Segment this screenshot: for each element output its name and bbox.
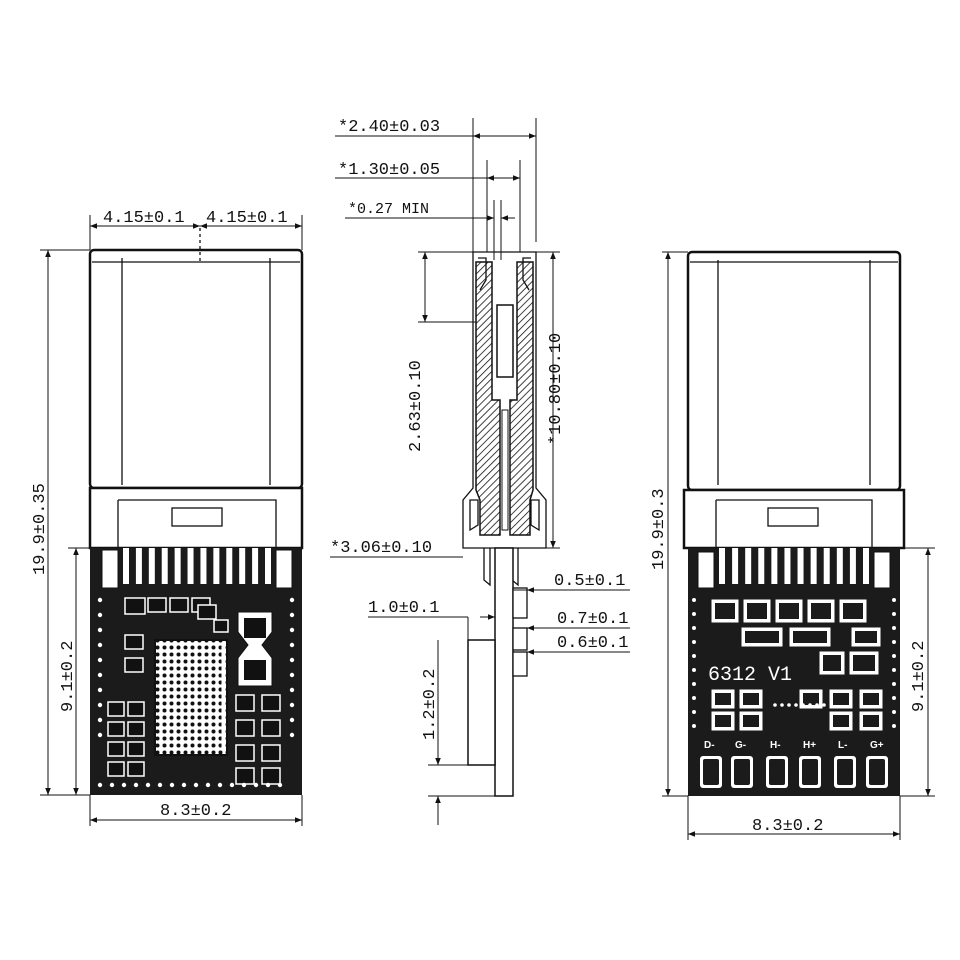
- left-view: [88, 228, 304, 795]
- pad-label: H-: [770, 740, 781, 751]
- board-marking: 6312 V1: [708, 664, 792, 687]
- pad-label: G+: [870, 740, 884, 751]
- left-gold-fingers: [123, 548, 271, 584]
- gold-finger: [161, 548, 168, 584]
- dim-side-base-width: *3.06±0.10: [330, 539, 432, 558]
- right-components: [692, 598, 896, 731]
- dim-right-bottom-width: 8.3±0.2: [752, 817, 823, 836]
- gold-finger: [849, 548, 856, 584]
- dim-left-half-a: 4.15±0.1: [103, 209, 185, 228]
- gold-finger: [836, 548, 843, 584]
- dim-side-width-outer: *2.40±0.03: [338, 118, 440, 137]
- dim-side-lower-height: 1.2±0.2: [421, 669, 440, 740]
- dim-left-half-b: 4.15±0.1: [206, 209, 288, 228]
- gold-finger: [200, 548, 207, 584]
- dim-left-pcb-height: 9.1±0.2: [59, 641, 78, 712]
- pad-label: G-: [735, 740, 746, 751]
- dim-side-width-inner: *1.30±0.05: [338, 161, 440, 180]
- pad-labels: D- G- H- H+ L- G+: [704, 740, 884, 751]
- side-dimensions: *2.40±0.03 *1.30±0.05 *0.27 MIN 2.63±0.1…: [330, 118, 630, 825]
- left-housing: [88, 486, 304, 550]
- gold-finger: [797, 548, 804, 584]
- gold-finger: [771, 548, 778, 584]
- gold-finger: [239, 548, 246, 584]
- gold-finger: [784, 548, 791, 584]
- side-pcb: [494, 547, 514, 797]
- gold-finger: [148, 548, 155, 584]
- gold-finger: [252, 548, 259, 584]
- right-gold-fingers: [719, 548, 869, 584]
- right-view: 6312 V1 D- G- H- H+ L- G+: [682, 250, 906, 796]
- bottom-solder-pads: [700, 756, 888, 788]
- pad-label: L-: [838, 740, 847, 751]
- gold-finger: [732, 548, 739, 584]
- dim-right-pcb-height: 9.1±0.2: [910, 641, 929, 712]
- left-ic-block: [154, 639, 228, 756]
- gold-finger: [226, 548, 233, 584]
- gold-finger: [265, 548, 271, 584]
- right-shell: [686, 250, 902, 492]
- gold-finger: [123, 548, 129, 584]
- dim-side-min-gap: *0.27 MIN: [348, 201, 429, 218]
- gold-finger: [187, 548, 194, 584]
- left-dimensions: 4.15±0.1 4.15±0.1 19.9±0.35 9.1±0.2 8.3±…: [31, 209, 303, 826]
- dim-side-pcb-thickness: 1.0±0.1: [368, 599, 439, 618]
- dim-left-total-height: 19.9±0.35: [31, 483, 50, 575]
- gold-finger: [719, 548, 725, 584]
- gold-finger: [135, 548, 142, 584]
- pad-label: D-: [704, 740, 715, 751]
- side-view: [462, 251, 547, 797]
- gold-finger: [810, 548, 817, 584]
- right-housing: [682, 488, 906, 550]
- right-dimensions: 19.9±0.3 9.1±0.2 8.3±0.2: [650, 251, 935, 840]
- dim-side-pin-c: 0.6±0.1: [557, 634, 628, 653]
- dim-side-pin-a: 0.5±0.1: [554, 572, 625, 591]
- left-components: [97, 597, 295, 788]
- gold-finger: [213, 548, 220, 584]
- dim-side-upper-height: 2.63±0.10: [407, 360, 426, 452]
- gold-finger: [745, 548, 752, 584]
- gold-finger: [174, 548, 181, 584]
- dim-side-pin-b: 0.7±0.1: [557, 610, 628, 629]
- dim-side-body-height: *10.80±0.10: [547, 333, 566, 445]
- gold-finger: [823, 548, 830, 584]
- gold-finger: [758, 548, 765, 584]
- pad-label: H+: [803, 740, 816, 751]
- gold-finger: [863, 548, 869, 584]
- dim-left-bottom-width: 8.3±0.2: [160, 802, 231, 821]
- dim-right-total-height: 19.9±0.3: [650, 488, 669, 570]
